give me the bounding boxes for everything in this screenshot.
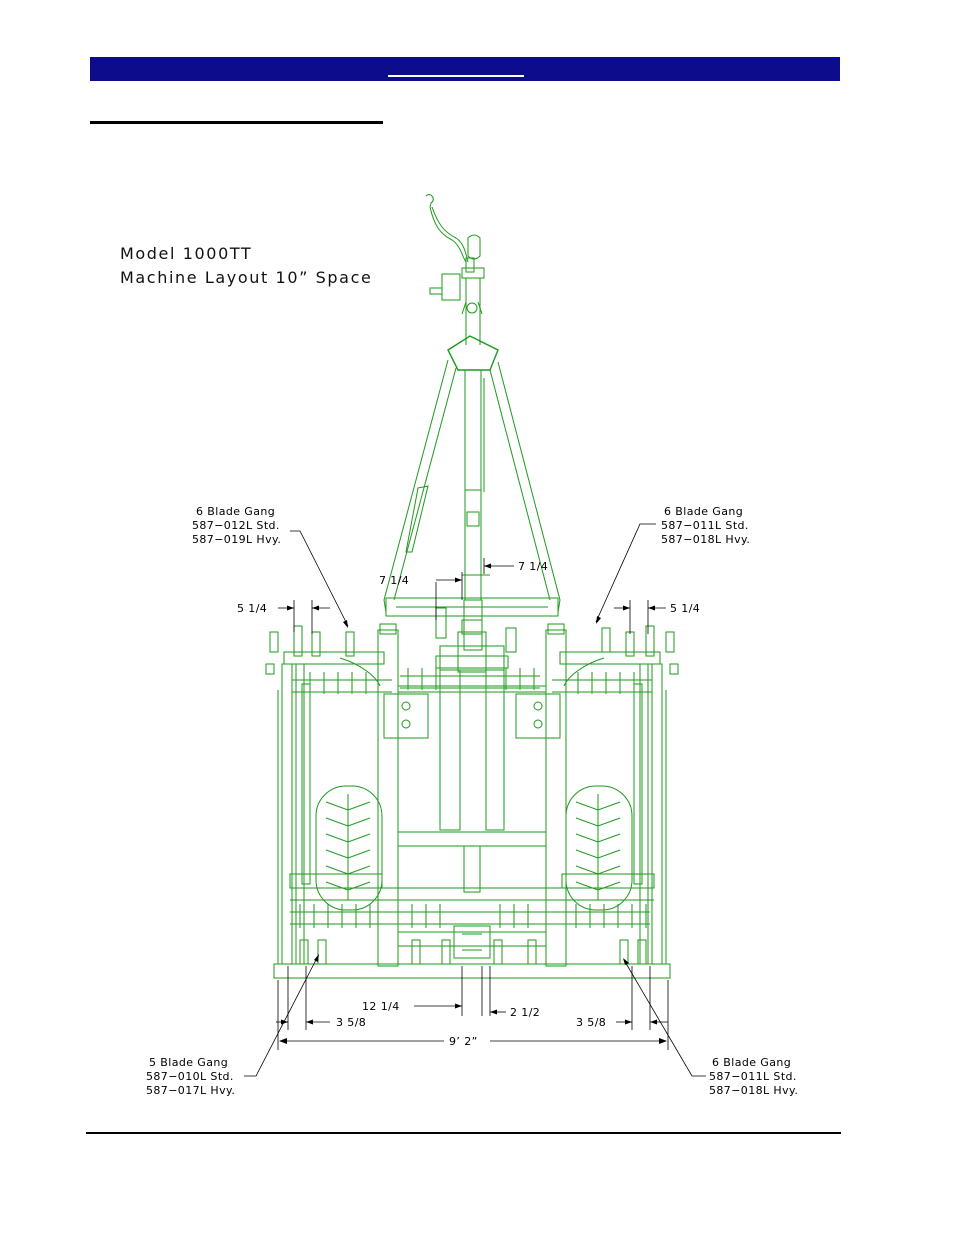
hitch-chain	[426, 195, 484, 315]
dim-rear-right: 3 5/8	[576, 1016, 606, 1029]
dim-overall-width: 9’ 2”	[449, 1035, 478, 1048]
diagram-title-line-2: Machine Layout 10” Space	[120, 268, 372, 287]
callout-top-right-line-1: 6 Blade Gang	[664, 505, 743, 518]
a-frame	[384, 360, 560, 616]
callout-top-left: 6 Blade Gang 587−012L Std. 587−019L Hvy.	[192, 505, 281, 546]
callout-bottom-right-line-3: 587−018L Hvy.	[709, 1084, 798, 1097]
dim-rear-center-left: 12 1/4	[362, 1000, 400, 1013]
dim-rear-left: 3 5/8	[336, 1016, 366, 1029]
dimension-labels: 7 1/4 7 1/4 5 1/4 5 1/4 12 1/4 2 1/2 3 5…	[237, 560, 700, 1048]
tongue	[448, 278, 498, 650]
callout-top-left-line-2: 587−012L Std.	[192, 519, 280, 532]
callout-bottom-left-line-1: 5 Blade Gang	[149, 1056, 228, 1069]
callout-bottom-right-line-1: 6 Blade Gang	[712, 1056, 791, 1069]
left-wing-frame	[266, 652, 384, 964]
callout-top-right: 6 Blade Gang 587−011L Std. 587−018L Hvy.	[661, 505, 750, 546]
callout-top-left-line-1: 6 Blade Gang	[196, 505, 275, 518]
callout-top-left-line-3: 587−019L Hvy.	[192, 533, 281, 546]
dim-rear-center-right: 2 1/2	[510, 1006, 540, 1019]
callout-bottom-left-line-3: 587−017L Hvy.	[146, 1084, 235, 1097]
right-wing-frame	[560, 652, 678, 964]
dim-gang-right: 5 1/4	[670, 602, 700, 615]
right-wheel	[566, 786, 632, 910]
callout-top-right-line-3: 587−018L Hvy.	[661, 533, 750, 546]
callout-bottom-left-line-2: 587−010L Std.	[146, 1070, 234, 1083]
callout-bottom-right-line-2: 587−011L Std.	[709, 1070, 797, 1083]
dim-gang-left: 5 1/4	[237, 602, 267, 615]
callout-bottom-left: 5 Blade Gang 587−010L Std. 587−017L Hvy.	[146, 1056, 235, 1097]
left-wheel	[316, 786, 382, 910]
callout-top-right-line-2: 587−011L Std.	[661, 519, 749, 532]
dim-center-right: 7 1/4	[518, 560, 548, 573]
dim-center-left: 7 1/4	[379, 574, 409, 587]
diagram-title: Model 1000TT Machine Layout 10” Space	[120, 244, 372, 287]
diagram-title-line-1: Model 1000TT	[120, 244, 252, 263]
callout-bottom-right: 6 Blade Gang 587−011L Std. 587−018L Hvy.	[709, 1056, 798, 1097]
